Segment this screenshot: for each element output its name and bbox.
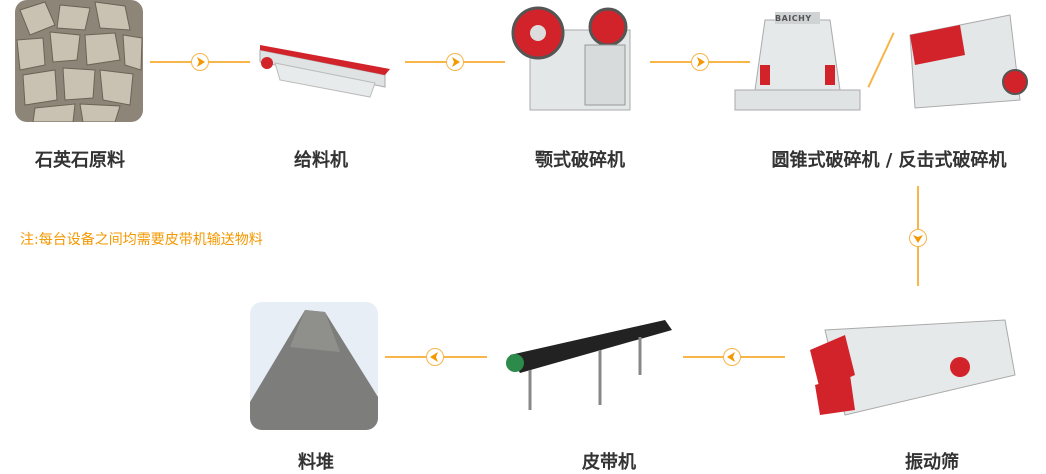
slash-divider <box>867 32 895 88</box>
cone-crusher-image <box>730 10 865 112</box>
arrow-left-icon <box>426 348 444 366</box>
jaw-crusher-image <box>510 5 640 115</box>
step-label-stockpile: 料堆 <box>298 452 334 473</box>
step-label-vibrating-screen: 振动筛 <box>905 452 959 473</box>
conveyor-note: 注:每台设备之间均需要皮带机输送物料 <box>20 232 263 248</box>
step-label-belt-conveyor: 皮带机 <box>582 452 636 473</box>
vibrating-feeder-image <box>255 25 395 100</box>
step-label-cone-impact-crusher: 圆锥式破碎机 / 反击式破碎机 <box>771 150 1007 171</box>
step-label-jaw-crusher: 颚式破碎机 <box>535 150 625 171</box>
quartz-stone-image <box>15 0 143 122</box>
belt-conveyor-image <box>500 315 675 415</box>
vibrating-screen-image <box>805 315 1020 420</box>
step-label-feeder: 给料机 <box>294 150 348 171</box>
step-label-quartz: 石英石原料 <box>35 150 125 171</box>
machine-brand-label: BAICHY <box>775 14 812 23</box>
arrow-right-icon <box>691 53 709 71</box>
arrow-down-icon <box>909 229 927 247</box>
arrow-right-icon <box>446 53 464 71</box>
impact-crusher-image <box>900 10 1030 110</box>
arrow-left-icon <box>723 348 741 366</box>
arrow-right-icon <box>191 53 209 71</box>
stockpile-image <box>250 302 378 430</box>
